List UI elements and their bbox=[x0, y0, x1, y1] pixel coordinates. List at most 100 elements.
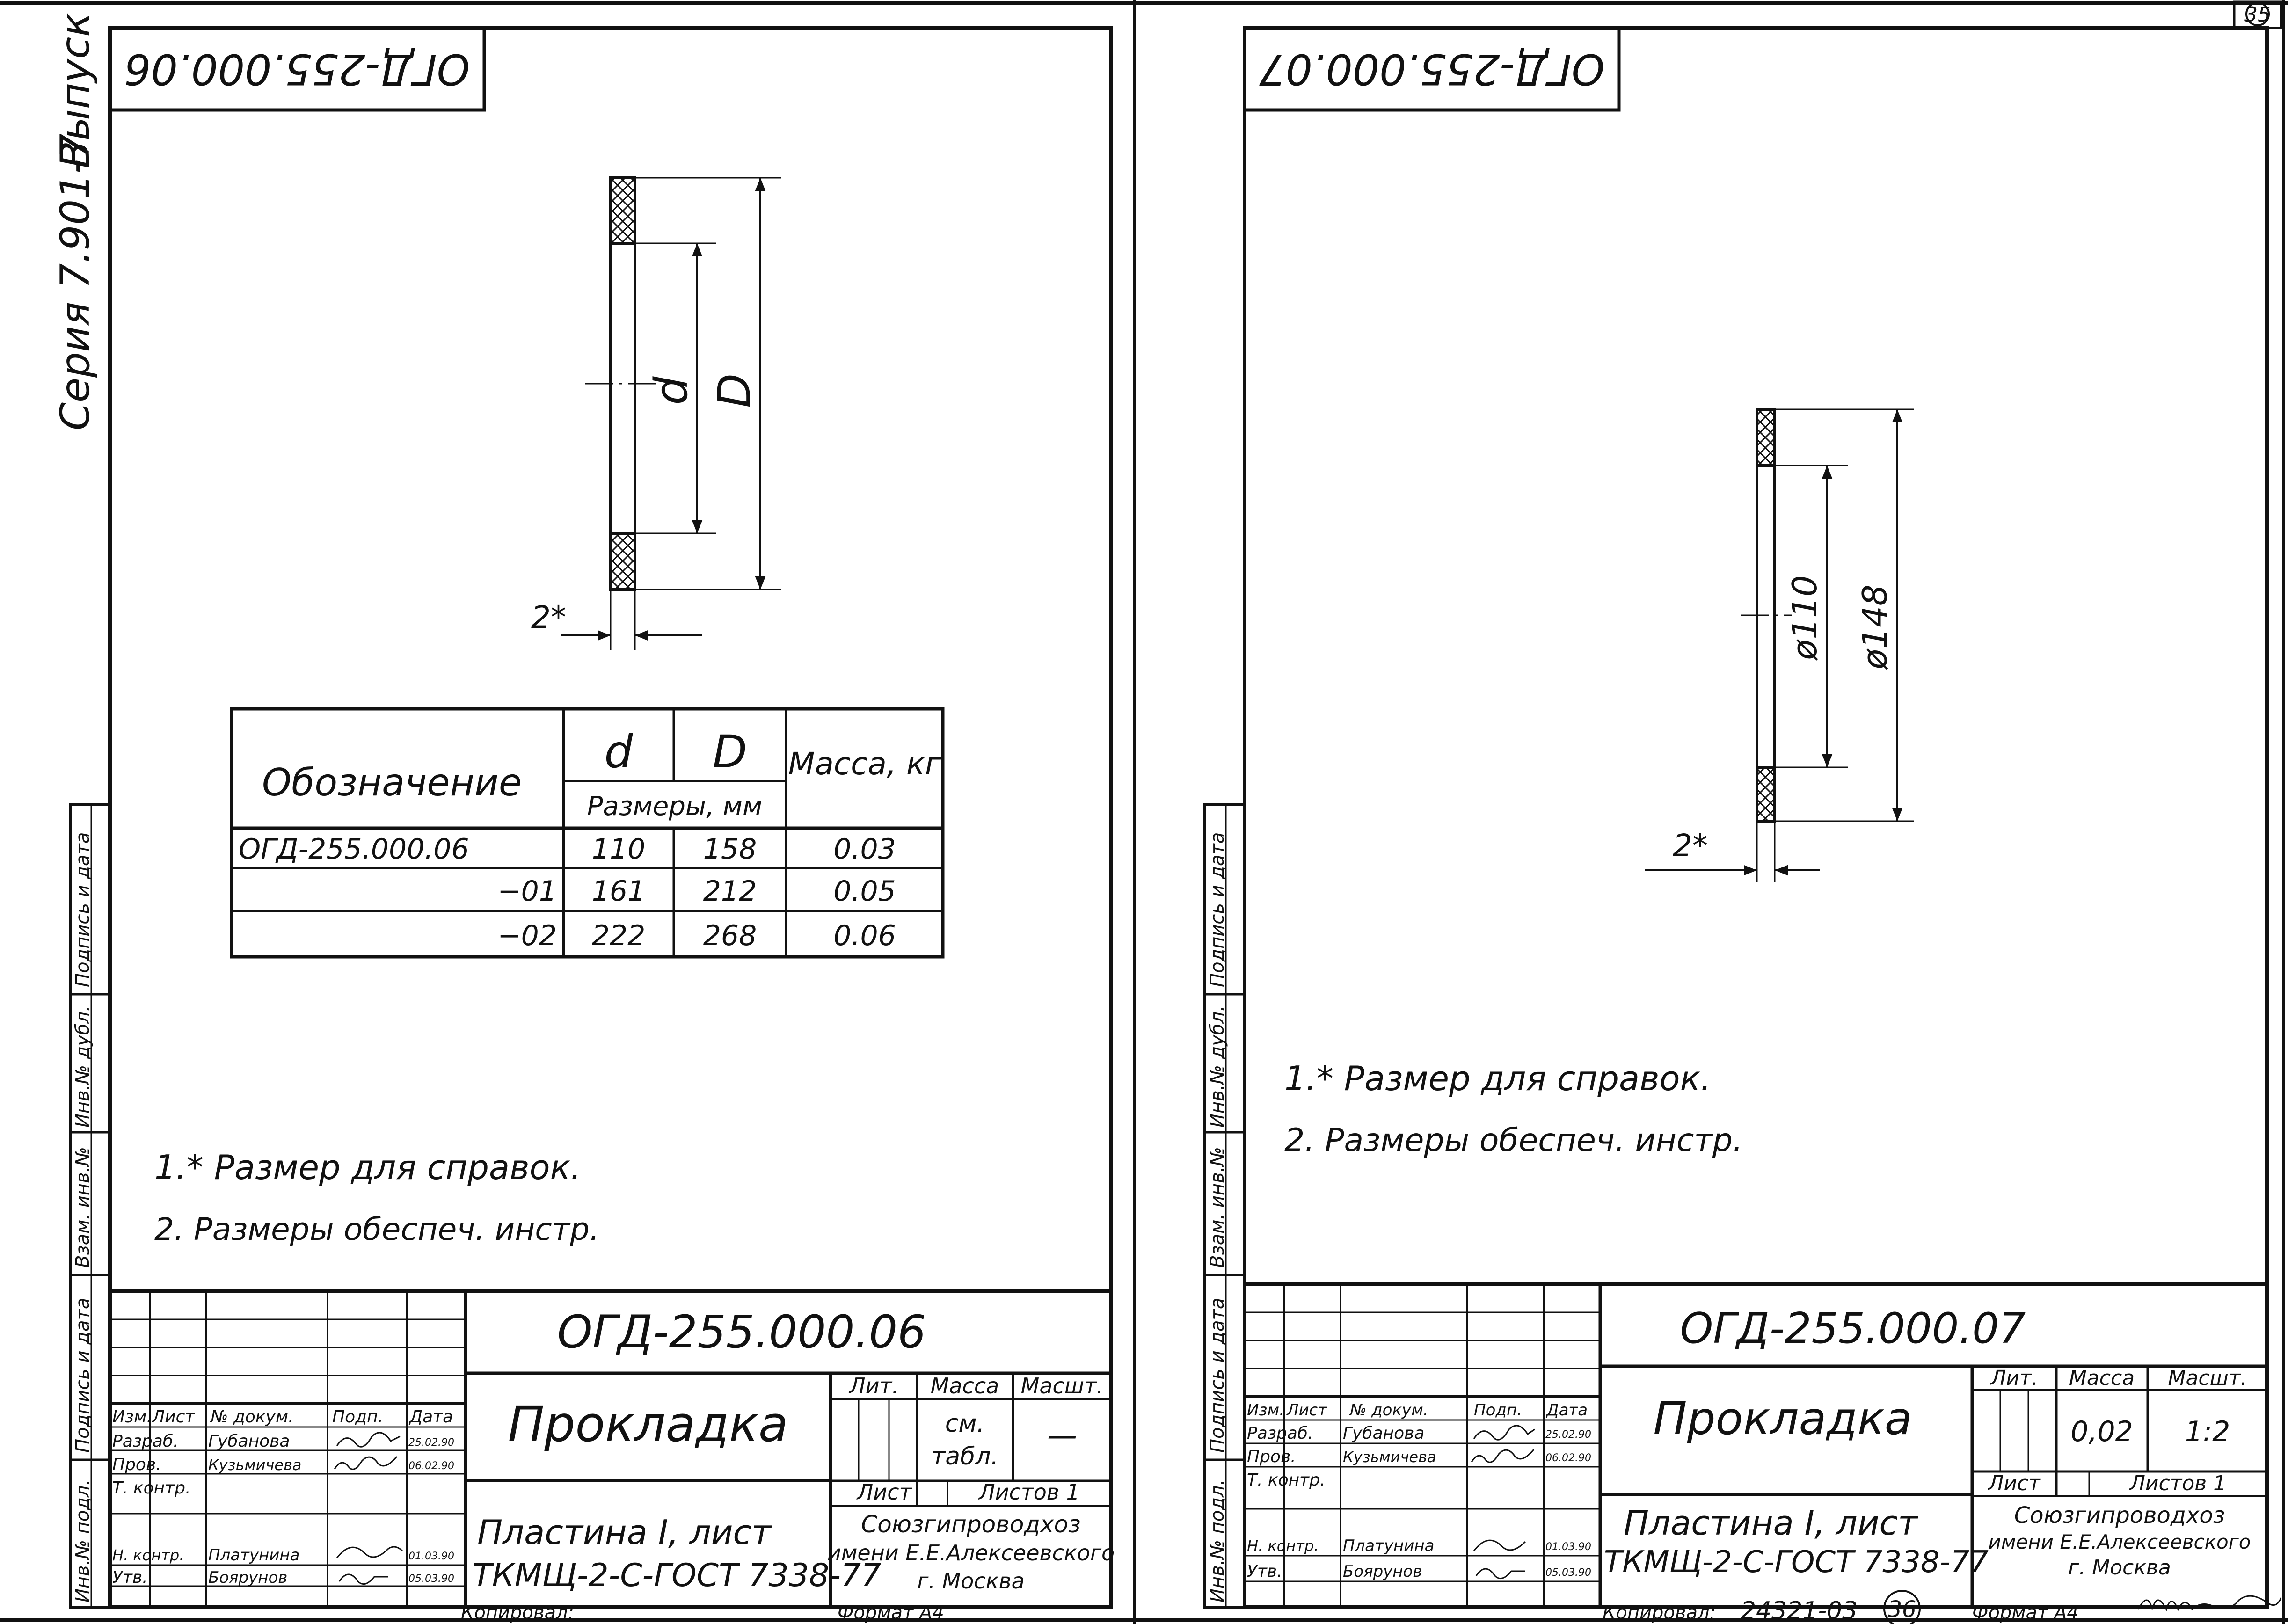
left-tb-name-2: Кузьмичева bbox=[208, 1456, 302, 1474]
table-row-2-mass: 0.05 bbox=[833, 875, 896, 908]
table-row-2-D: 212 bbox=[703, 875, 757, 908]
left-gasket-drawing bbox=[561, 176, 781, 650]
left-tb-material-1: Пластина I, лист bbox=[477, 1513, 772, 1552]
svg-text:Инв.№ подл.: Инв.№ подл. bbox=[1207, 1479, 1228, 1602]
right-dim-d-label: ø110 bbox=[1785, 575, 1824, 661]
svg-text:ОГД-255.000.07: ОГД-255.000.07 bbox=[1259, 44, 1604, 94]
svg-text:ОГД-255.000.06: ОГД-255.000.06 bbox=[124, 44, 470, 94]
right-tb-sheet: Лист bbox=[1987, 1471, 2041, 1495]
left-tb-name: Прокладка bbox=[508, 1396, 788, 1453]
right-tb-hdr-izm: Изм. bbox=[1247, 1401, 1284, 1420]
right-tb-date-2: 06.02.90 bbox=[1545, 1452, 1591, 1464]
svg-text:ø110: ø110 bbox=[1785, 575, 1824, 661]
left-tb-org-3: г. Москва bbox=[917, 1568, 1025, 1594]
right-tb-name-4: Платунина bbox=[1343, 1537, 1434, 1555]
left-tb-role-4: Н. контр. bbox=[112, 1546, 184, 1564]
left-tb-code: ОГД-255.000.06 bbox=[557, 1306, 926, 1358]
svg-text:ø148: ø148 bbox=[1855, 584, 1895, 670]
right-tb-org-2: имени Е.Е.Алексеевского bbox=[1989, 1530, 2251, 1553]
right-tb-date-1: 25.02.90 bbox=[1545, 1429, 1591, 1441]
right-tb-role-5: Утв. bbox=[1247, 1562, 1282, 1581]
left-dim-thickness-label: 2* bbox=[531, 599, 566, 635]
table-row-3-d: 222 bbox=[592, 919, 646, 952]
table-header-D: D bbox=[713, 726, 747, 778]
right-tb-date-4: 01.03.90 bbox=[1545, 1541, 1591, 1553]
right-tb-material-1: Пластина I, лист bbox=[1624, 1503, 1918, 1543]
left-tb-date-5: 05.03.90 bbox=[408, 1573, 454, 1585]
right-copied-label: Копировал: bbox=[1603, 1602, 1716, 1624]
left-strip-cell-2: Инв.№ дубл. bbox=[72, 1005, 94, 1128]
right-note-1: 1.* Размер для справок. bbox=[1284, 1059, 1711, 1098]
right-tb-name: Прокладка bbox=[1653, 1392, 1912, 1445]
left-tb-scale-val: — bbox=[1047, 1419, 1077, 1453]
table-row-3-D: 268 bbox=[703, 919, 757, 952]
left-signatures bbox=[334, 1432, 403, 1585]
left-title-block bbox=[110, 1289, 1111, 1607]
right-gasket-drawing bbox=[1645, 408, 1914, 882]
left-tb-h-lit: Лит. bbox=[848, 1373, 899, 1398]
left-tb-sheet: Лист bbox=[856, 1479, 912, 1505]
left-copied-label: Копировал: bbox=[461, 1602, 574, 1624]
left-rotated-code-box: ОГД-255.000.06 bbox=[108, 26, 486, 112]
left-tb-h-mass: Масса bbox=[931, 1373, 999, 1398]
left-strip-cell-1: Подпись и дата bbox=[72, 832, 94, 987]
left-tb-name-1: Губанова bbox=[208, 1432, 290, 1451]
right-signatures bbox=[1471, 1425, 1535, 1580]
table-row-2-d: 161 bbox=[592, 875, 646, 908]
right-tb-h-lit: Лит. bbox=[1989, 1366, 2038, 1390]
svg-text:Подпись и дата: Подпись и дата bbox=[72, 832, 94, 987]
right-copy-number: 24321-03 bbox=[1741, 1597, 1858, 1624]
left-strip-cell-3: Взам. инв.№ bbox=[72, 1147, 94, 1268]
right-dim-D-label: ø148 bbox=[1855, 584, 1895, 670]
svg-text:Подпись и дата: Подпись и дата bbox=[1207, 1298, 1228, 1453]
svg-text:36: 36 bbox=[1887, 1596, 1916, 1623]
right-tb-role-2: Пров. bbox=[1247, 1447, 1296, 1466]
right-tb-hdr-list: Лист bbox=[1286, 1401, 1327, 1420]
left-note-2: 2. Размеры обеспеч. инстр. bbox=[154, 1211, 599, 1247]
right-title-block bbox=[1245, 1282, 2267, 1607]
right-tb-name-5: Боярунов bbox=[1343, 1562, 1422, 1581]
right-tb-role-3: Т. контр. bbox=[1247, 1471, 1325, 1490]
left-note-1: 1.* Размер для справок. bbox=[154, 1148, 581, 1187]
right-tb-scale-val: 1:2 bbox=[2185, 1415, 2230, 1448]
left-tb-org-2: имени Е.Е.Алексеевского bbox=[827, 1540, 1115, 1566]
right-strip-cell-5: Инв.№ подл. bbox=[1207, 1479, 1228, 1602]
table-header-designation: Обозначение bbox=[262, 761, 522, 804]
table-row-1-d: 110 bbox=[592, 833, 646, 866]
table-header-sizes: Размеры, мм bbox=[587, 791, 762, 822]
right-dim-thickness-label: 2* bbox=[1673, 828, 1708, 864]
right-strip-cell-4: Подпись и дата bbox=[1207, 1298, 1228, 1453]
left-tb-role-3: Т. контр. bbox=[112, 1478, 190, 1498]
right-tb-role-4: Н. контр. bbox=[1247, 1537, 1319, 1555]
table-row-2-designation: −01 bbox=[497, 875, 557, 908]
left-tb-role-2: Пров. bbox=[112, 1455, 161, 1474]
left-tb-name-4: Платунина bbox=[208, 1546, 299, 1565]
left-tb-hdr-izm: Изм. bbox=[112, 1407, 152, 1427]
left-strip-cell-4: Подпись и дата bbox=[72, 1298, 94, 1453]
right-tb-hdr-date: Дата bbox=[1545, 1401, 1588, 1420]
left-tb-hdr-doc: № докум. bbox=[210, 1407, 293, 1427]
left-tb-date-4: 01.03.90 bbox=[408, 1551, 454, 1562]
svg-text:D: D bbox=[708, 373, 761, 408]
right-tb-org-3: г. Москва bbox=[2068, 1556, 2171, 1580]
left-tb-org-1: Союзгипроводхоз bbox=[861, 1511, 1080, 1538]
table-header-mass: Масса, кг bbox=[788, 746, 941, 782]
copier-signature bbox=[2137, 1595, 2282, 1612]
table-row-1-designation: ОГД-255.000.06 bbox=[239, 833, 469, 866]
right-copy-circle: 36 bbox=[1883, 1590, 1921, 1624]
left-dim-d-label: d bbox=[645, 376, 698, 405]
page-number: 35 bbox=[2233, 0, 2282, 29]
left-tb-mass-val-2: табл. bbox=[931, 1442, 998, 1471]
table-row-3-mass: 0.06 bbox=[833, 919, 896, 952]
left-dim-D-label: D bbox=[708, 373, 761, 408]
right-tb-org-1: Союзгипроводхоз bbox=[2014, 1502, 2225, 1529]
left-tb-h-scale: Масшт. bbox=[1021, 1373, 1104, 1398]
right-strip-cell-3: Взам. инв.№ bbox=[1207, 1147, 1228, 1268]
left-tb-material-2: ТКМЩ-2-С-ГОСТ 7338-77 bbox=[473, 1557, 881, 1594]
svg-text:Взам. инв.№: Взам. инв.№ bbox=[1207, 1147, 1228, 1268]
left-tb-date-2: 06.02.90 bbox=[408, 1460, 454, 1472]
left-tb-role-5: Утв. bbox=[112, 1568, 148, 1587]
left-tb-hdr-date: Дата bbox=[408, 1407, 453, 1427]
left-tb-mass-val-1: см. bbox=[945, 1410, 984, 1438]
